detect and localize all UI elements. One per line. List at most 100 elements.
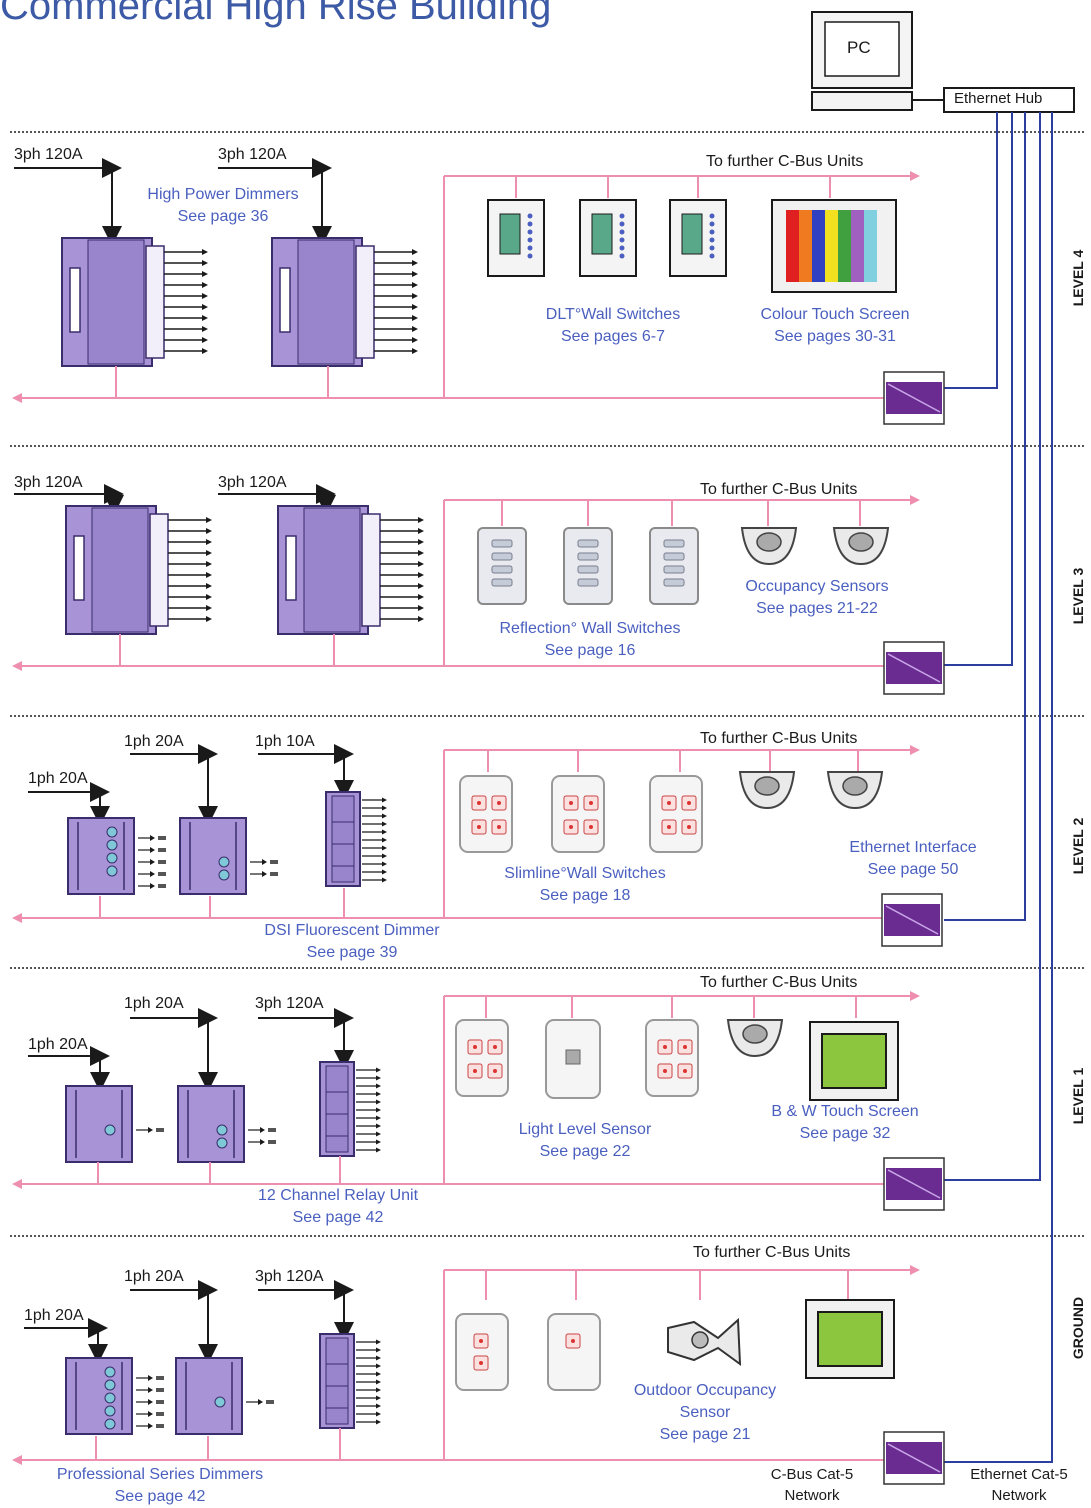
l2-slim-3-dot-0: [667, 801, 671, 805]
l3-dimmer-1-slot: [73, 535, 85, 601]
level-2-label: LEVEL 2: [1070, 817, 1086, 875]
l2-slim-1-dot-2: [477, 825, 481, 829]
g-prof-dimmer-1-out-tag-3: [156, 1412, 164, 1416]
g-relay-unit-out-head-2: [376, 1355, 381, 1361]
g-further-units: To further C-Bus Units: [693, 1244, 851, 1261]
l3-dimmer-2-out-head-4: [418, 561, 424, 567]
l4-ethernet-interface-stripe: [887, 383, 941, 413]
l4-colour-touch-bar-4: [838, 210, 851, 282]
l4-dimmer-2-out-head-8: [412, 337, 418, 343]
l2-slim-1: [459, 775, 513, 853]
l4-colour-touch-bar-5: [851, 210, 864, 282]
g-prof-dimmer-1-led-3: [104, 1405, 116, 1417]
l4-further-line-head: [910, 171, 920, 181]
l1-dimmer-2-out-head-1: [260, 1139, 265, 1145]
g-prof-dimmer-2-out-tag-0: [266, 1400, 274, 1404]
l1-dimmer-2-out-tag-1: [268, 1140, 276, 1144]
pc-computer: [811, 11, 913, 111]
l4-dimmer-2-panel: [297, 239, 355, 365]
l1-slim-1-dot-0: [473, 1045, 477, 1049]
l2-feed-3: 1ph 10A: [255, 733, 315, 750]
g-prof-dimmer-1: [65, 1357, 133, 1435]
l4-colour-touch-bar-1: [799, 210, 812, 282]
g-prof-dimmer-1-led-4: [104, 1418, 116, 1430]
l1-dimmer-2-out-tag-0: [268, 1128, 276, 1132]
l4-dimmer-1-out-head-6: [202, 315, 208, 321]
g-prof-dimmer-1-led-1: [104, 1379, 116, 1391]
l2-dimmer-1-out-head-2: [150, 859, 155, 865]
l4-dlt-2-btn-1: [619, 221, 625, 227]
l4-dimmer-2-out-head-1: [412, 260, 418, 266]
l1-bw-touch-display: [821, 1033, 887, 1089]
l4-dimmer-1-out-head-0: [202, 249, 208, 255]
l3-dimmer-2-out-head-5: [418, 572, 424, 578]
g-further-line-head: [910, 1265, 920, 1275]
g-prof-dimmer-2: [175, 1357, 243, 1435]
l3-occupancy-1-lens: [756, 532, 782, 552]
l2-dsi-dimmer-out-head-10: [382, 877, 387, 883]
l1-dimmer-1-led-0: [104, 1124, 116, 1136]
g-prof-dimmer-1-out-tag-0: [156, 1376, 164, 1380]
level-3-label: LEVEL 3: [1070, 567, 1086, 625]
g-prof-dimmer-1-out-tag-1: [156, 1388, 164, 1392]
l4-colour-touch-bar-0: [786, 210, 799, 282]
l4-feed-2: 3ph 120A: [218, 146, 287, 163]
l1-relay-unit-out-head-4: [376, 1099, 381, 1105]
l2-slim-3-dot-1: [687, 801, 691, 805]
l3-dimmer-2-out-head-0: [418, 517, 424, 523]
l4-dimmer-1-out-head-1: [202, 260, 208, 266]
l4-dlt-2-lcd: [591, 213, 613, 255]
l1-light-level-eye: [565, 1049, 581, 1065]
l2-dimmer-2-out-head-0: [262, 859, 267, 865]
l2-slim-2-dot-3: [589, 825, 593, 829]
l1-feed-3: 3ph 120A: [255, 995, 324, 1012]
l3-ethernet-interface-stripe: [887, 653, 941, 683]
l3-dimmer-1-out-head-4: [206, 561, 212, 567]
g-prof-dimmer-1-out-tag-2: [156, 1400, 164, 1404]
l1-relay-unit-out-head-0: [376, 1067, 381, 1073]
l4-dimmer-1-out-head-7: [202, 326, 208, 332]
l3-feed-2: 3ph 120A: [218, 474, 287, 491]
l3-refl-1-key-0: [491, 539, 513, 548]
g-slim-1: [455, 1313, 509, 1391]
l4-dimmer-2-out-head-2: [412, 271, 418, 277]
l4-dlt-1-lcd: [499, 213, 521, 255]
l3-refl-2-key-1: [577, 552, 599, 561]
l2-dimmer-1: [67, 817, 135, 895]
g-relay-unit-out-head-7: [376, 1395, 381, 1401]
floor-separators: [10, 131, 1085, 1237]
g-relay-unit-panel: [325, 1337, 349, 1425]
l4-dimmer-1-out-head-3: [202, 282, 208, 288]
l1-slim-2-dot-0: [663, 1045, 667, 1049]
g-relay-unit-out-head-1: [376, 1347, 381, 1353]
l2-dimmer-2-led-0: [218, 856, 230, 868]
l2-dsi-dimmer-out-head-9: [382, 869, 387, 875]
g-feed-3: 3ph 120A: [255, 1268, 324, 1285]
l2-slim-3-dot-3: [687, 825, 691, 829]
l2-dsi-dimmer-out-head-3: [382, 821, 387, 827]
l4-dlt-1: [487, 199, 545, 277]
l1-relay-unit-out-head-7: [376, 1123, 381, 1129]
l2-dsi-dimmer-out-head-4: [382, 829, 387, 835]
g-slim-1-dot-0: [479, 1339, 483, 1343]
l4-dlt-1-btn-0: [527, 213, 533, 219]
g-relay-unit-out-head-8: [376, 1403, 381, 1409]
l2-feed-2: 1ph 20A: [124, 733, 184, 750]
l4-colour-touch-bar-6: [864, 210, 877, 282]
l3-dimmer-1-out-head-3: [206, 550, 212, 556]
g-feed-2: 1ph 20A: [124, 1268, 184, 1285]
l1-dimmer-2-led-0: [216, 1124, 228, 1136]
l4-dimmer-1-out-head-4: [202, 293, 208, 299]
l3-refl-3-key-2: [663, 565, 685, 574]
g-slim-2: [547, 1313, 601, 1391]
l3-refl-1-key-1: [491, 552, 513, 561]
l3-dimmer-1-out-head-6: [206, 583, 212, 589]
l4-colour-touch-bar-2: [812, 210, 825, 282]
l3-dimmer-2-out-head-3: [418, 550, 424, 556]
l2-slim-3-dot-2: [667, 825, 671, 829]
